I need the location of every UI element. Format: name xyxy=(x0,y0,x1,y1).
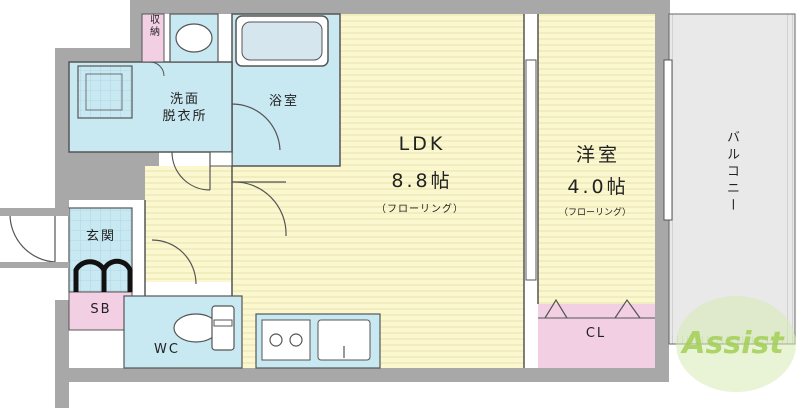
toilet-label: WC xyxy=(154,342,180,357)
shoe-box-label: SB xyxy=(90,302,112,317)
interior-doors xyxy=(151,151,287,285)
ldk-name-label: LDK xyxy=(398,133,446,155)
partition-walls xyxy=(144,14,539,368)
washroom xyxy=(68,13,233,167)
washroom-label-line1: 洗面 xyxy=(169,92,200,107)
kitchen-counter xyxy=(255,313,381,369)
closet-label: CL xyxy=(585,326,607,341)
ldk-floor-label: （フローリング） xyxy=(376,204,464,215)
closet-area xyxy=(538,298,655,368)
entrance-area xyxy=(0,207,133,293)
assist-logo xyxy=(676,296,796,392)
western-room-floor xyxy=(538,14,655,304)
assist-logo-text: Assist xyxy=(682,326,784,361)
ldk-size-label: 8.8帖 xyxy=(391,170,453,192)
washroom-label-line2: 脱衣所 xyxy=(162,109,208,124)
bathroom xyxy=(231,13,341,167)
sliding-doors xyxy=(525,59,673,281)
balcony-area xyxy=(668,13,796,345)
hallway-floor xyxy=(145,166,232,282)
entrance-arch xyxy=(73,258,133,292)
entrance-label: 玄関 xyxy=(85,229,116,244)
storage-area xyxy=(141,13,165,77)
storage-label: 収納 xyxy=(147,14,159,38)
balcony-label: バルコニー xyxy=(724,130,739,215)
western-room-floor-label: （フローリング） xyxy=(558,208,631,218)
toilet-room xyxy=(123,295,243,369)
shoe-box-area xyxy=(68,291,133,331)
western-room-name-label: 洋室 xyxy=(575,144,620,166)
bath-label: 浴室 xyxy=(268,94,299,109)
western-room-size-label: 4.0帖 xyxy=(567,176,629,198)
